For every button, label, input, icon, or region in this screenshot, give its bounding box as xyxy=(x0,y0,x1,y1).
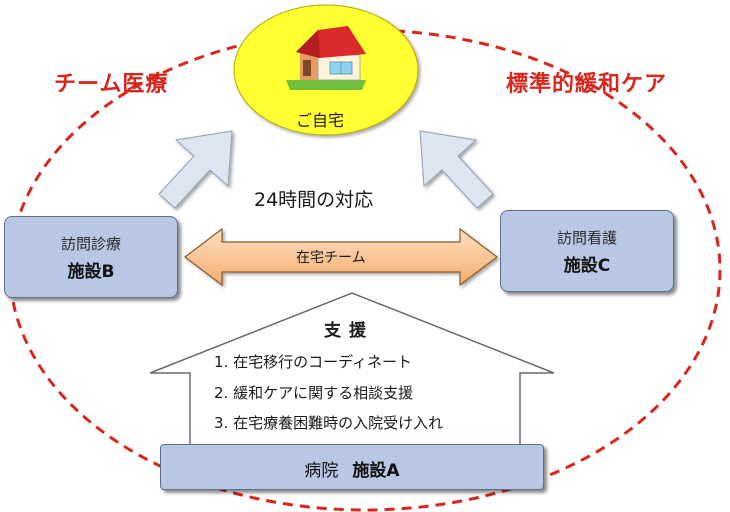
hospital-name: 施設A xyxy=(352,461,400,481)
support-item-1: 1. 在宅移行のコーディネート xyxy=(214,353,413,371)
facility-c-box: 訪問看護 施設C xyxy=(500,210,674,292)
support-item-3: 3. 在宅療養困難時の入院受け入れ xyxy=(214,414,444,432)
support-item-2: 2. 緩和ケアに関する相談支援 xyxy=(214,384,414,402)
hospital-text: 病院施設A xyxy=(161,456,543,481)
facility-b-name: 施設B xyxy=(67,262,115,282)
team-arrow xyxy=(184,227,498,287)
right-title: 標準的緩和ケア xyxy=(506,72,668,97)
hospital-box: 病院施設A xyxy=(160,444,544,490)
team-arrow-label: 在宅チーム xyxy=(296,250,366,266)
home-label: ご自宅 xyxy=(296,111,345,130)
facility-c-name: 施設C xyxy=(563,256,611,276)
facility-b-box: 訪問診療 施設B xyxy=(4,216,178,298)
facility-c-sub: 訪問看護 xyxy=(556,229,617,247)
house-icon xyxy=(286,26,366,90)
arrow-home-to-c xyxy=(419,130,494,209)
support-house xyxy=(149,292,555,446)
arrow-home-to-b xyxy=(158,130,233,209)
support-title: 支援 xyxy=(324,321,374,341)
left-title: チーム医療 xyxy=(54,72,169,97)
facility-b-sub: 訪問診療 xyxy=(60,235,121,253)
center-label: 24時間の対応 xyxy=(254,189,374,211)
hospital-sub: 病院 xyxy=(304,461,339,481)
